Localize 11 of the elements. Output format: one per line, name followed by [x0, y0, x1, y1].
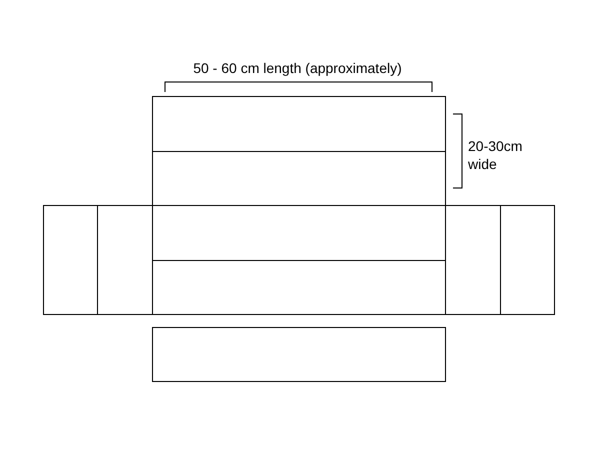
dimension-label: 20-30cm wide [468, 137, 524, 173]
panel-rect [152, 260, 445, 315]
dimension-label: 50 - 60 cm length (approximately) [192, 59, 403, 77]
panel-rect [500, 205, 555, 315]
panel-rect [43, 205, 97, 315]
panel-rect [152, 205, 445, 260]
panel-rect [445, 205, 500, 315]
panel-rect [97, 205, 152, 315]
panel-rect [152, 96, 446, 151]
panel-rect [152, 327, 446, 382]
panel-rect [152, 151, 446, 205]
